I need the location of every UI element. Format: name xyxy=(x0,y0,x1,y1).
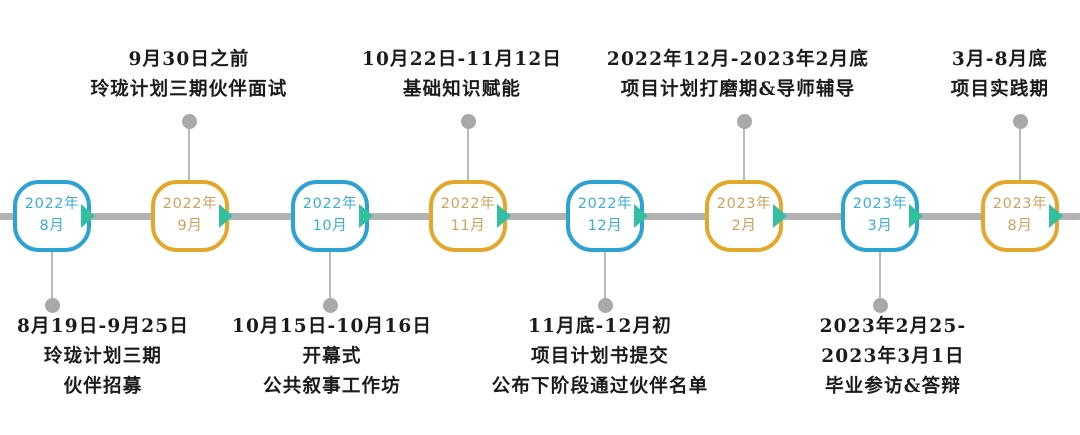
connector-dot-down-4 xyxy=(872,298,888,313)
caption-date-range: 8月19日-9月25日 xyxy=(16,316,190,337)
timeline-arrow-marker-5 xyxy=(634,204,648,228)
caption-description: 公共叙事工作坊 xyxy=(263,375,401,397)
connector-stem-down-4 xyxy=(879,252,881,305)
caption-date-range: 2023年2月25- xyxy=(819,316,967,337)
timeline-node-8[interactable]: 2023年 8月 xyxy=(981,180,1059,252)
connector-stem-up-1 xyxy=(188,126,190,180)
timeline-node-month: 3月 xyxy=(867,218,893,234)
caption-description: 项目计划打磨期&导师辅导 xyxy=(620,79,856,101)
timeline-arrow-marker-4 xyxy=(497,204,511,228)
timeline-rail xyxy=(0,213,1080,220)
timeline-node-year: 2022年 xyxy=(302,196,358,213)
caption-description: 2023年3月1日 xyxy=(821,345,965,367)
connector-dot-up-2 xyxy=(460,114,476,129)
connector-dot-down-3 xyxy=(597,298,613,313)
connector-stem-up-4 xyxy=(1019,126,1021,180)
connector-dot-up-3 xyxy=(736,114,752,129)
caption-date-range: 10月15日-10月16日 xyxy=(231,316,433,337)
caption-description: 毕业参访&答辩 xyxy=(824,375,962,397)
caption-description: 项目计划书提交 xyxy=(531,345,669,367)
timeline-node-year: 2023年 xyxy=(992,196,1048,213)
timeline-arrow-marker-3 xyxy=(359,204,373,228)
timeline-caption-bottom-2: 10月15日-10月16日开幕式公共叙事工作坊 xyxy=(232,312,432,402)
connector-dot-up-4 xyxy=(1012,114,1028,129)
timeline-caption-top-3: 2022年12月-2023年2月底项目计划打磨期&导师辅导 xyxy=(607,45,869,105)
timeline-node-7[interactable]: 2023年 3月 xyxy=(841,180,919,252)
timeline-caption-top-1: 9月30日之前玲珑计划三期伙伴面试 xyxy=(90,45,287,105)
timeline-node-month: 8月 xyxy=(39,218,65,234)
timeline-arrow-marker-1 xyxy=(81,204,95,228)
timeline-node-year: 2022年 xyxy=(440,196,496,213)
timeline-node-2[interactable]: 2022年 9月 xyxy=(151,180,229,252)
caption-description: 基础知识赋能 xyxy=(402,79,522,101)
caption-description: 玲珑计划三期伙伴面试 xyxy=(90,79,288,101)
timeline-node-1[interactable]: 2022年 8月 xyxy=(13,180,91,252)
caption-description: 公布下阶段通过伙伴名单 xyxy=(491,375,709,397)
timeline-caption-top-2: 10月22日-11月12日基础知识赋能 xyxy=(362,45,562,105)
timeline-caption-top-4: 3月-8月底项目实践期 xyxy=(951,45,1050,105)
caption-description: 开幕式 xyxy=(302,345,362,367)
caption-description: 伙伴招募 xyxy=(63,375,143,397)
timeline-arrow-marker-7 xyxy=(909,204,923,228)
connector-dot-down-1 xyxy=(44,298,60,313)
connector-stem-down-2 xyxy=(329,252,331,305)
timeline-node-6[interactable]: 2023年 2月 xyxy=(705,180,783,252)
timeline-node-month: 11月 xyxy=(450,218,486,234)
timeline-node-month: 2月 xyxy=(731,218,757,234)
timeline-node-year: 2022年 xyxy=(162,196,218,213)
connector-stem-up-2 xyxy=(467,126,469,180)
timeline-arrow-marker-6 xyxy=(773,204,787,228)
timeline-caption-bottom-3: 11月底-12月初项目计划书提交公布下阶段通过伙伴名单 xyxy=(492,312,709,402)
timeline-node-month: 10月 xyxy=(312,218,348,234)
timeline-arrow-marker-2 xyxy=(219,204,233,228)
caption-date-range: 10月22日-11月12日 xyxy=(361,49,563,71)
timeline-node-month: 12月 xyxy=(587,218,623,234)
timeline-node-year: 2022年 xyxy=(24,196,80,213)
caption-date-range: 3月-8月底 xyxy=(951,49,1049,71)
timeline-node-month: 8月 xyxy=(1007,218,1033,234)
connector-stem-up-3 xyxy=(743,126,745,180)
timeline-node-4[interactable]: 2022年 11月 xyxy=(429,180,507,252)
timeline-arrow-marker-8 xyxy=(1049,204,1063,228)
timeline-caption-bottom-4: 2023年2月25- 2023年3月1日毕业参访&答辩 xyxy=(820,312,967,402)
caption-date-range: 2022年12月-2023年2月底 xyxy=(606,49,870,71)
caption-date-range: 11月底-12月初 xyxy=(528,316,672,337)
timeline-node-5[interactable]: 2022年 12月 xyxy=(566,180,644,252)
caption-date-range: 9月30日之前 xyxy=(128,49,250,71)
caption-description: 项目实践期 xyxy=(950,79,1050,101)
connector-stem-down-1 xyxy=(51,252,53,305)
connector-stem-down-3 xyxy=(604,252,606,305)
timeline-node-year: 2023年 xyxy=(852,196,908,213)
connector-dot-up-1 xyxy=(181,114,197,129)
timeline-caption-bottom-1: 8月19日-9月25日玲珑计划三期伙伴招募 xyxy=(17,312,189,402)
timeline-node-3[interactable]: 2022年 10月 xyxy=(291,180,369,252)
timeline-node-year: 2022年 xyxy=(577,196,633,213)
caption-description: 玲珑计划三期 xyxy=(43,345,163,367)
connector-dot-down-2 xyxy=(322,298,338,313)
timeline-node-year: 2023年 xyxy=(716,196,772,213)
timeline-node-month: 9月 xyxy=(177,218,203,234)
